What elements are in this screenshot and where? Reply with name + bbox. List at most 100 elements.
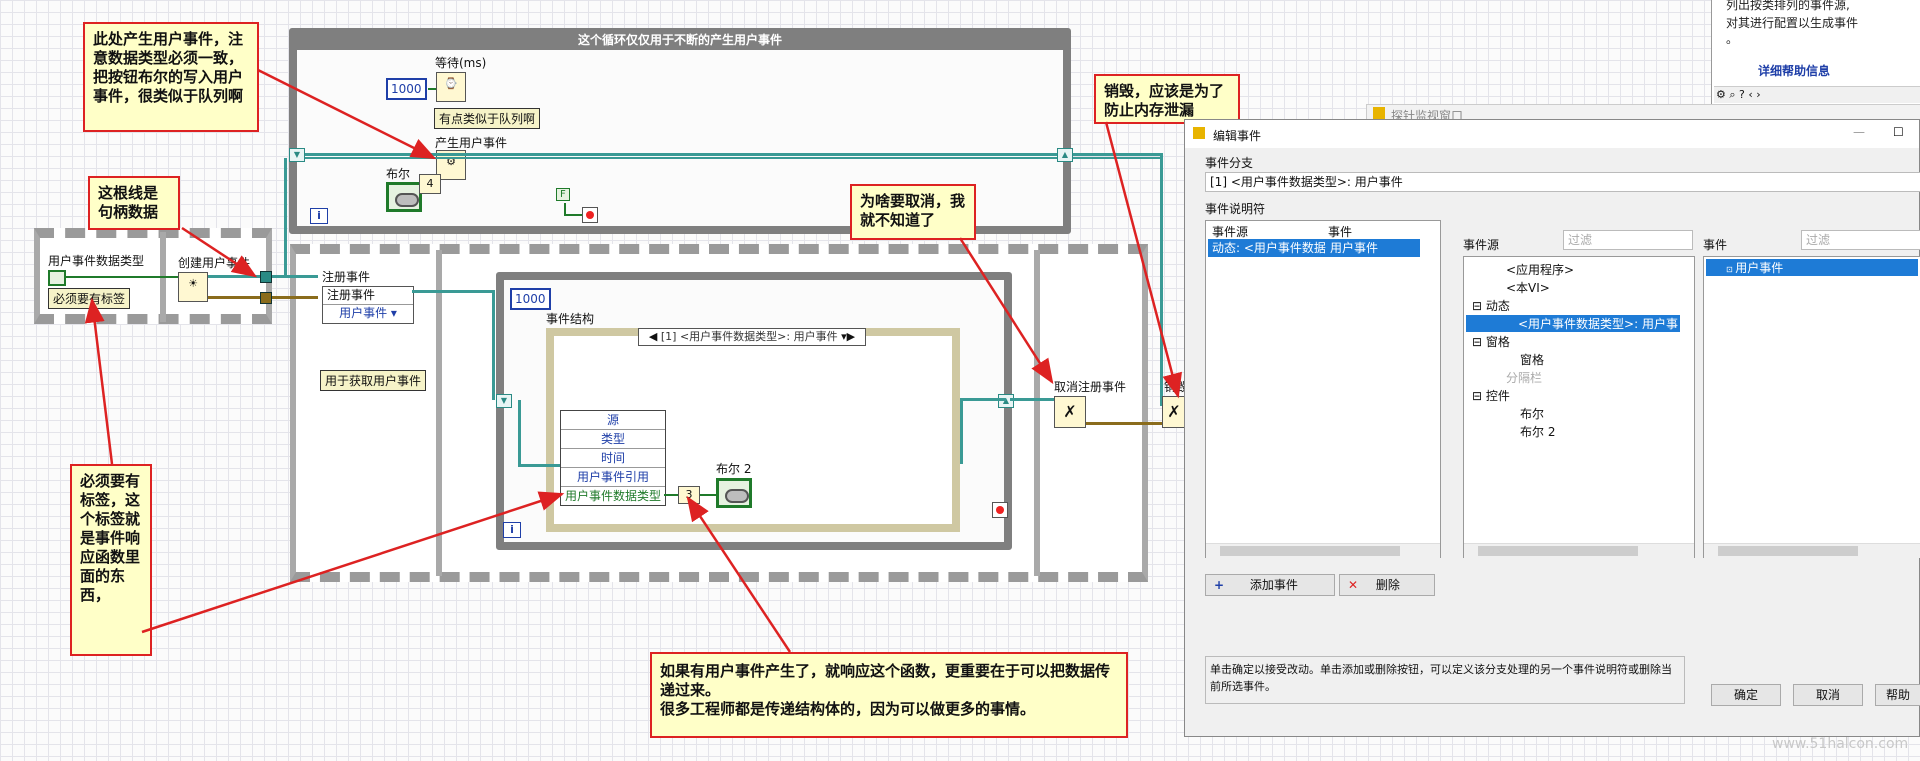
- tree-item-userevent[interactable]: <用户事件数据类型>: 用户事: [1466, 315, 1680, 332]
- destroy-user-event-node[interactable]: ✗: [1162, 396, 1186, 428]
- callout-handle: 这根线是句柄数据: [88, 176, 180, 230]
- help-button[interactable]: 帮助: [1875, 684, 1920, 706]
- event-loop-stop[interactable]: [992, 502, 1008, 518]
- maximize-icon[interactable]: ☐: [1893, 125, 1904, 139]
- event-data-node[interactable]: 源 类型 时间 用户事件引用 用户事件数据类型: [560, 410, 666, 506]
- add-event-label: 添加事件: [1249, 578, 1298, 592]
- ok-button[interactable]: 确定: [1711, 684, 1781, 706]
- col-source: 事件源: [1212, 225, 1249, 239]
- source-tree[interactable]: <应用程序> <本VI> ⊟ 动态 <用户事件数据类型>: 用户事 ⊟ 窗格 窗…: [1463, 256, 1695, 558]
- loop-tunnel-right: ▲: [1057, 148, 1073, 162]
- specifier-list[interactable]: 事件源 事件 动态: <用户事件数据 用户事件: [1205, 220, 1441, 558]
- event-data-time: 时间: [561, 449, 665, 468]
- help-toolbar[interactable]: ⚙ ⌕ ? ‹ ›: [1714, 86, 1920, 103]
- unregister-events-node[interactable]: ✗: [1054, 396, 1086, 428]
- register-node-text: 注册事件: [327, 288, 376, 302]
- tree-item-bool2[interactable]: 布尔 2: [1520, 425, 1556, 439]
- source-label: 事件源: [1463, 238, 1500, 252]
- help-link[interactable]: 详细帮助信息: [1758, 64, 1831, 78]
- wait-note: 有点类似于队列啊: [434, 108, 541, 129]
- tree-item-bool[interactable]: 布尔: [1520, 407, 1545, 421]
- tree-item-splitter[interactable]: 分隔栏: [1506, 371, 1543, 385]
- context-help-panel: 列出按类排列的事件源, 对其进行配置以生成事件 。 详细帮助信息 ⚙ ⌕ ? ‹…: [1711, 0, 1920, 105]
- event-data-type: 类型: [561, 430, 665, 449]
- event-list[interactable]: ⊡ 用户事件: [1703, 256, 1920, 558]
- event-case-text: [1] <用户事件数据类型>: 用户事件: [660, 330, 838, 343]
- minimize-icon[interactable]: —: [1853, 125, 1865, 139]
- event-item-userevent[interactable]: ⊡ 用户事件: [1706, 259, 1918, 276]
- tree-item-app[interactable]: <应用程序>: [1506, 263, 1575, 277]
- bool-number-constant: 4: [419, 174, 441, 194]
- cancel-button[interactable]: 取消: [1793, 684, 1863, 706]
- loop-stop-terminal[interactable]: [582, 207, 598, 223]
- get-ue-note: 用于获取用户事件: [320, 370, 427, 391]
- event-data-datatype: 用户事件数据类型: [564, 489, 661, 503]
- wait-ms-constant[interactable]: 1000: [386, 78, 427, 100]
- specifier-hscroll[interactable]: [1206, 543, 1440, 558]
- source-hscroll[interactable]: [1464, 543, 1694, 558]
- wait-node[interactable]: ⌚: [436, 72, 466, 102]
- event-loop-tunnel-right: ▲: [998, 394, 1014, 408]
- tree-item-vi[interactable]: <本VI>: [1506, 281, 1550, 295]
- event-loop-tunnel-left: ▼: [496, 394, 512, 408]
- tunnel-handle: [260, 271, 272, 283]
- tree-item-dynamic-label: 动态: [1485, 299, 1510, 313]
- event-filter[interactable]: 过滤: [1801, 230, 1920, 250]
- event-item-label: 用户事件: [1735, 261, 1784, 275]
- tree-item-pane[interactable]: ⊟ 窗格: [1472, 335, 1510, 349]
- create-ue-label: 创建用户事件: [178, 256, 251, 270]
- branch-label: 事件分支: [1205, 156, 1254, 170]
- delete-label: 删除: [1375, 578, 1400, 592]
- branch-field[interactable]: [1] <用户事件数据类型>: 用户事件: [1205, 172, 1920, 192]
- register-item: 用户事件: [339, 306, 388, 320]
- bool2-terminal[interactable]: [716, 478, 752, 508]
- timeout-constant[interactable]: 1000: [510, 288, 551, 310]
- callout-label: 必须要有标签，这个标签就是事件响应函数里面的东西，: [70, 464, 152, 656]
- help-line1: 列出按类排列的事件源,: [1726, 0, 1850, 12]
- branch-value: [1] <用户事件数据类型>: 用户事件: [1210, 175, 1403, 189]
- dialog-titlebar[interactable]: 编辑事件 — ☐: [1185, 120, 1919, 148]
- col-event: 事件: [1328, 225, 1353, 239]
- event-case-selector[interactable]: ◀ [1] <用户事件数据类型>: 用户事件 ▾▶: [638, 328, 866, 346]
- event-data-ref: 用户事件引用: [561, 468, 665, 487]
- event-label: 事件: [1703, 238, 1728, 252]
- event-structure-label: 事件结构: [546, 312, 595, 326]
- bool-terminal[interactable]: [386, 182, 422, 212]
- help-line3: 。: [1726, 32, 1739, 46]
- tree-item-controls[interactable]: ⊟ 控件: [1472, 389, 1510, 403]
- dialog-info: 单击确定以接受改动。单击添加或删除按钮，可以定义该分支处理的另一个事件说明符或删…: [1205, 656, 1685, 704]
- register-label: 注册事件: [322, 270, 371, 284]
- add-event-button[interactable]: + 添加事件: [1205, 574, 1335, 596]
- unregister-label: 取消注册事件: [1054, 380, 1127, 394]
- source-filter[interactable]: 过滤: [1563, 230, 1693, 250]
- row-source: 动态: <用户事件数据: [1212, 241, 1326, 255]
- dialog-info-text: 单击确定以接受改动。单击添加或删除按钮，可以定义该分支处理的另一个事件说明符或删…: [1210, 663, 1672, 693]
- tree-item-pane-label: 窗格: [1485, 335, 1510, 349]
- register-events-node[interactable]: 注册事件 用户事件 ▾: [322, 286, 414, 324]
- callout-respond-line1: 如果有用户事件产生了，就响应这个函数，更重要在于可以把数据传递过来。: [660, 662, 1111, 699]
- callout-generate: 此处产生用户事件，注意数据类型必须一致，把按钮布尔的写入用户事件，很类似于队列啊: [83, 22, 259, 132]
- ue-datatype-control[interactable]: [48, 270, 66, 286]
- tree-item-pane-child[interactable]: 窗格: [1520, 353, 1545, 367]
- specifier-label: 事件说明符: [1205, 202, 1266, 216]
- delete-button[interactable]: ✕ 删除: [1339, 574, 1435, 596]
- specifier-row[interactable]: 动态: <用户事件数据 用户事件: [1208, 239, 1420, 257]
- loop-tunnel-left: ▼: [289, 148, 305, 162]
- help-line2: 对其进行配置以生成事件: [1726, 16, 1859, 30]
- bool-label: 布尔: [386, 167, 411, 181]
- callout-destroy: 销毁，应该是为了防止内存泄漏: [1094, 74, 1240, 124]
- delete-x-icon: ✕: [1348, 578, 1359, 592]
- watermark: www.51halcon.com: [1772, 736, 1909, 752]
- ue-datatype-label: 用户事件数据类型: [48, 254, 145, 268]
- false-constant[interactable]: F: [556, 188, 570, 201]
- row-event: 用户事件: [1330, 241, 1379, 255]
- callout-unregister: 为啥要取消，我就不知道了: [850, 184, 976, 240]
- event-hscroll[interactable]: [1704, 543, 1920, 558]
- tree-item-dynamic[interactable]: ⊟ 动态: [1472, 299, 1510, 313]
- generate-event-label: 产生用户事件: [435, 136, 508, 150]
- loop-title: 这个循环仅仅用于不断的产生用户事件: [577, 33, 782, 47]
- tree-item-controls-label: 控件: [1485, 389, 1510, 403]
- bool2-number: 3: [678, 486, 700, 504]
- loop-iteration-terminal: i: [310, 208, 328, 224]
- create-user-event-node[interactable]: ☀: [178, 272, 208, 302]
